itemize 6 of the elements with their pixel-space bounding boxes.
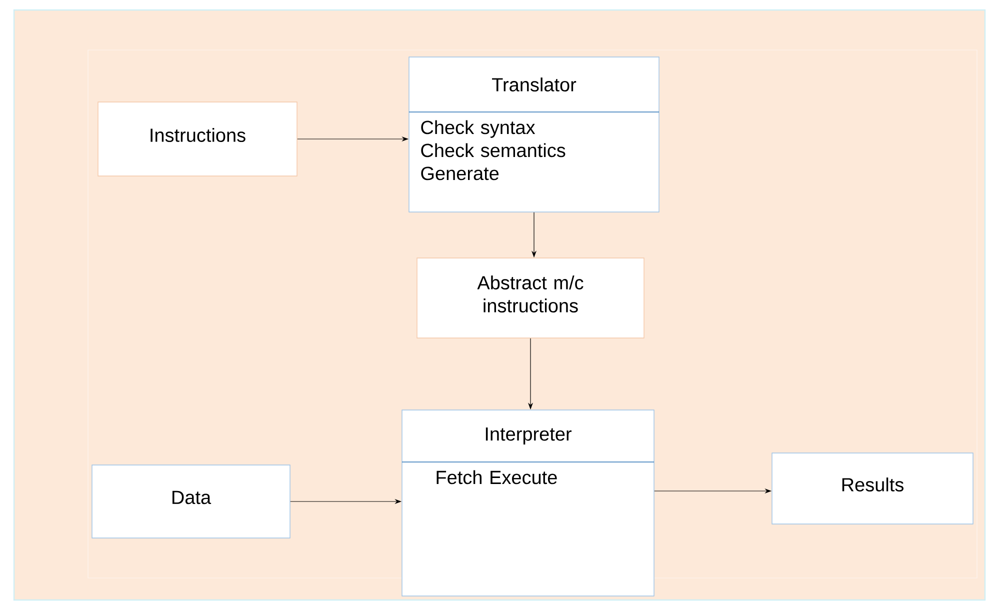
titled-box: Translator Check syntax Check semantics Generate (408, 56, 660, 212)
process-box: Data (92, 464, 290, 538)
titled-box: Interpreter Fetch Execute (402, 410, 654, 596)
process-box: Abstract m/c instructions (416, 258, 644, 338)
process-box: Results (772, 452, 974, 524)
process-box: Instructions (98, 102, 298, 176)
